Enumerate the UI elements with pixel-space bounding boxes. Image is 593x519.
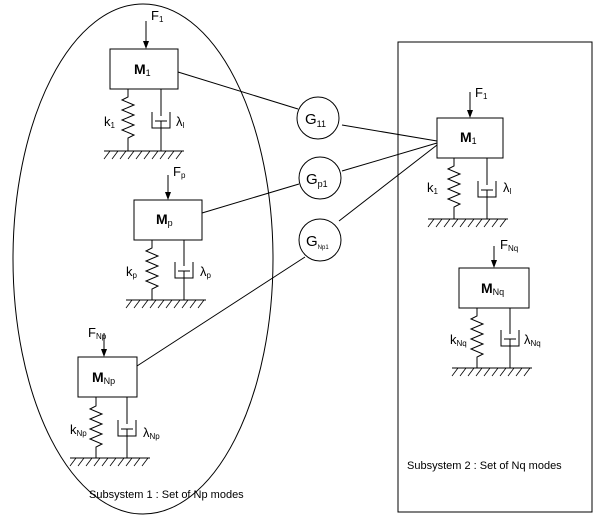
coupling-node (298, 156, 342, 200)
line-gnp1-m1b (338, 144, 438, 222)
coupling-lines (136, 71, 438, 367)
coupling-label: GNp1 (306, 233, 329, 251)
subsystem2-mode-nq: FNq MNq kNq λNq (450, 237, 541, 377)
mass-box (458, 267, 530, 309)
spring-label: kNq (450, 332, 467, 348)
mass-box (436, 117, 504, 159)
mass-box (133, 199, 203, 241)
subsystem1-ellipse (12, 3, 274, 515)
coupling-label: Gp1 (306, 171, 328, 189)
subsystem2-frame (397, 41, 593, 513)
spring-label: kp (126, 264, 138, 280)
subsystem1-mode-1: F1 M1 k1 λl (103, 8, 185, 160)
line-mp-gp1 (201, 183, 300, 214)
mass-label: MNq (481, 280, 504, 297)
coupling-gp1: Gp1 (298, 156, 342, 200)
damper-label: λl (176, 114, 185, 130)
mass-label: MNp (92, 369, 115, 386)
subsystem2-caption: Subsystem 2 : Set of Nq modes (407, 460, 562, 472)
spring-icon (446, 158, 462, 219)
force-arrow-icon (143, 41, 149, 49)
coupling-node (296, 96, 340, 140)
subsystem1-mode-np: FNp MNp kNp λNp (69, 325, 160, 467)
mass-box (109, 48, 179, 90)
spring-label: kNp (70, 422, 87, 438)
ground-icon (125, 299, 206, 309)
force-arrow-icon (491, 260, 497, 268)
spring-label: k1 (427, 180, 439, 196)
subsystem2-mode-1: F1 M1 k1 λl (427, 85, 512, 228)
subsystem1-caption: Subsystem 1 : Set of Np modes (89, 489, 244, 501)
ground-icon (427, 218, 508, 228)
force-label: F1 (475, 85, 488, 101)
damper-label: λNp (143, 425, 160, 441)
coupling-node (298, 218, 342, 262)
mass-label: M1 (460, 129, 477, 146)
line-g11-m1b (341, 124, 438, 142)
ground-icon (451, 367, 532, 377)
damper-label: λp (200, 264, 212, 280)
spring-icon (120, 89, 136, 151)
spring-label: k1 (104, 114, 116, 130)
spring-icon (144, 240, 160, 300)
force-label: FNp (88, 325, 107, 341)
spring-icon (469, 308, 485, 368)
mass-label: Mp (156, 211, 173, 228)
force-label: F1 (151, 8, 164, 24)
line-m1-g11 (177, 71, 299, 110)
damper-label: λl (503, 180, 512, 196)
line-mnp-gnp1 (136, 256, 306, 367)
coupling-gnp1: GNp1 (298, 218, 342, 262)
mass-label: M1 (134, 61, 151, 78)
force-label: FNq (500, 237, 518, 253)
subsystem1-mode-p: Fp Mp kp λp (125, 164, 212, 309)
force-label: Fp (173, 164, 186, 180)
damper-icon (174, 240, 194, 300)
damper-icon (500, 308, 520, 368)
coupling-g11: G11 (296, 96, 340, 140)
force-arrow-icon (467, 110, 473, 118)
line-gp1-m1b (341, 142, 438, 172)
damper-icon (151, 89, 171, 151)
spring-icon (88, 397, 104, 458)
damper-icon (477, 158, 497, 219)
ground-icon (103, 150, 184, 160)
damper-label: λNq (524, 332, 541, 348)
force-arrow-icon (101, 349, 107, 357)
ground-icon (69, 457, 150, 467)
damper-icon (117, 397, 137, 458)
coupling-label: G11 (305, 111, 326, 129)
force-arrow-icon (165, 192, 171, 200)
mass-box (77, 356, 138, 398)
